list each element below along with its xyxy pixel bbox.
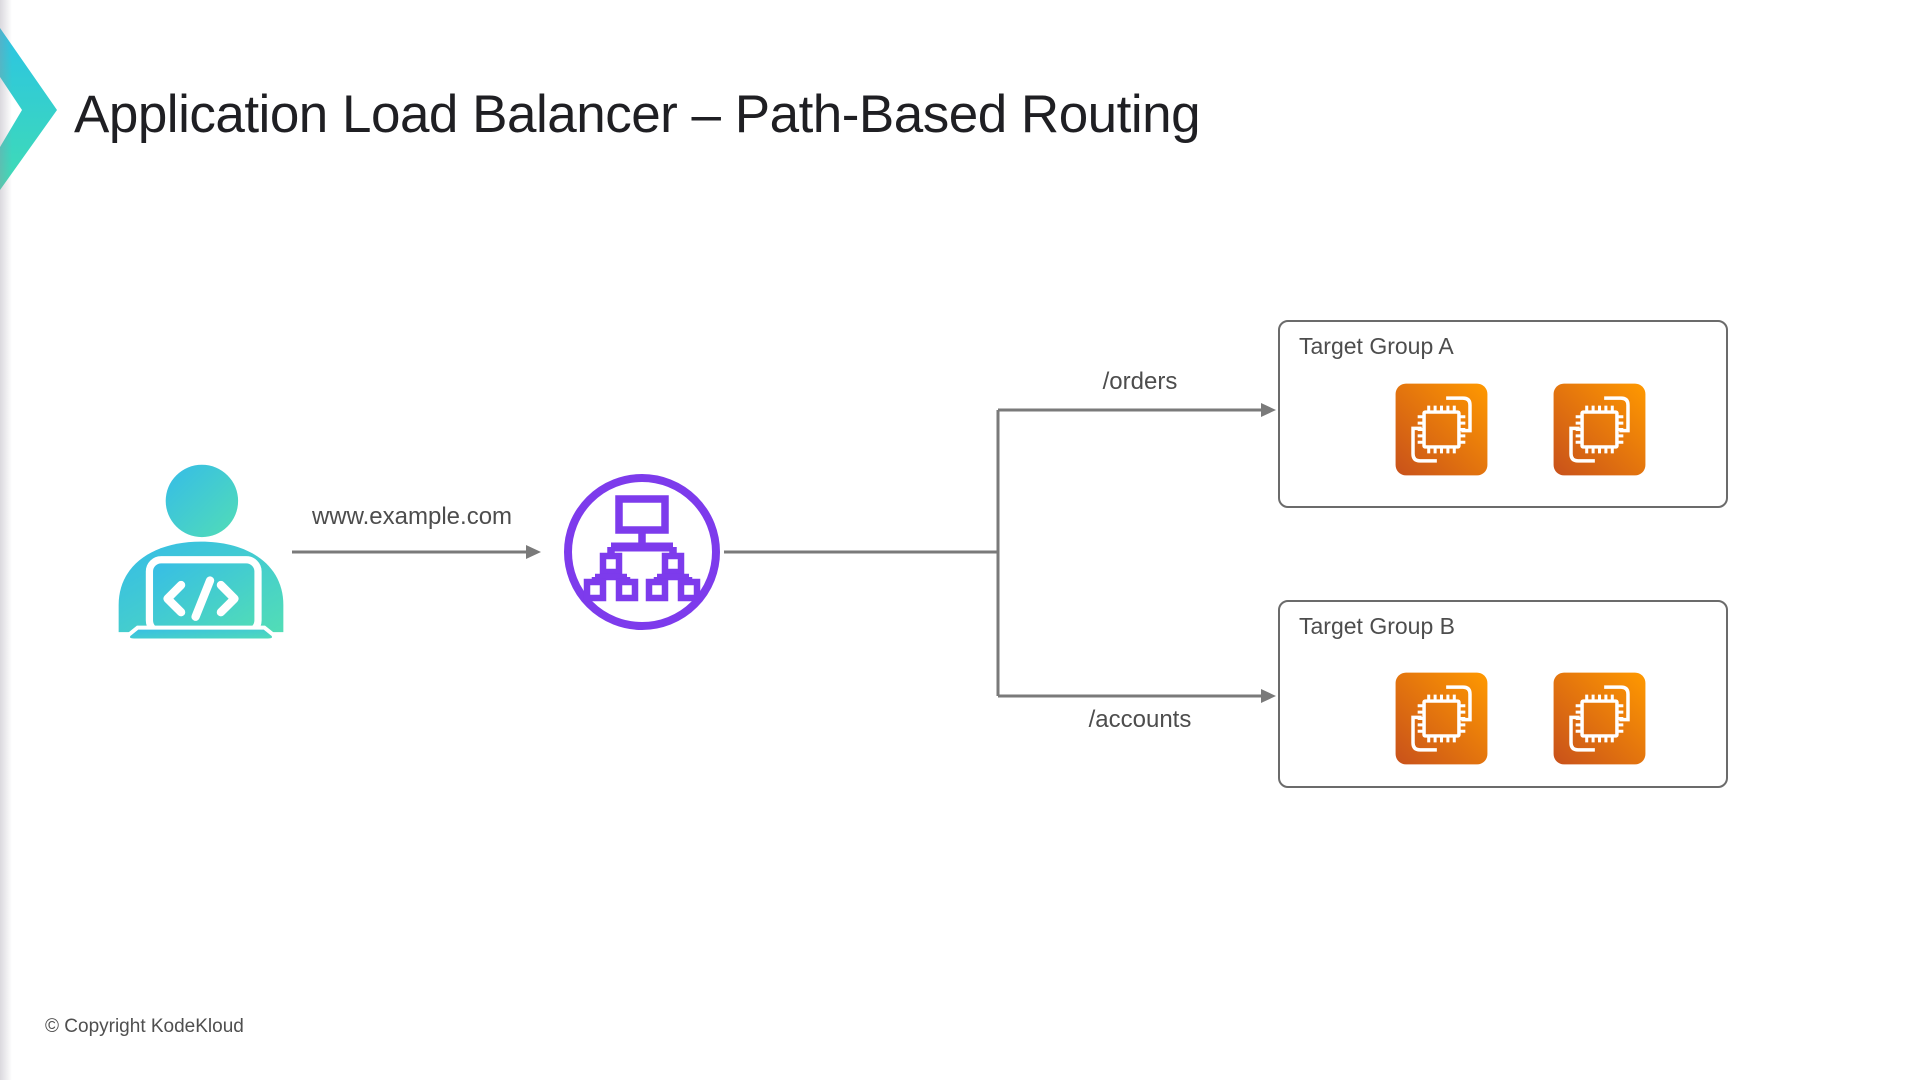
ec2-instance-icon [1553,672,1646,765]
target-group-b-instances [1395,672,1646,765]
target-group-a-label: Target Group A [1299,333,1454,359]
developer-user-icon [118,464,284,643]
route-label-orders: /orders [1102,368,1178,395]
laptop-base [126,625,276,643]
kodekloud-chevron-logo [0,28,57,190]
ec2-instance-icon [1395,672,1488,765]
page-title: Application Load Balancer – Path-Based R… [74,85,1201,144]
target-group-b-label: Target Group B [1299,613,1455,639]
target-group-a-instances [1395,383,1646,476]
request-url-label: www.example.com [311,503,513,530]
ec2-instance-icon [1553,383,1646,476]
code-brackets-glyph [163,576,239,621]
orders-arrowhead [1261,403,1276,417]
accounts-arrowhead [1261,689,1276,703]
target-group-a-box: Target Group A [1278,320,1728,508]
user-head [165,464,239,538]
route-label-accounts: /accounts [1088,706,1192,733]
target-group-b-box: Target Group B [1278,600,1728,788]
load-balancer-icon [564,474,720,630]
request-arrowhead [526,545,541,559]
copyright-footer: © Copyright KodeKloud [45,1016,244,1037]
ec2-instance-icon [1395,383,1488,476]
